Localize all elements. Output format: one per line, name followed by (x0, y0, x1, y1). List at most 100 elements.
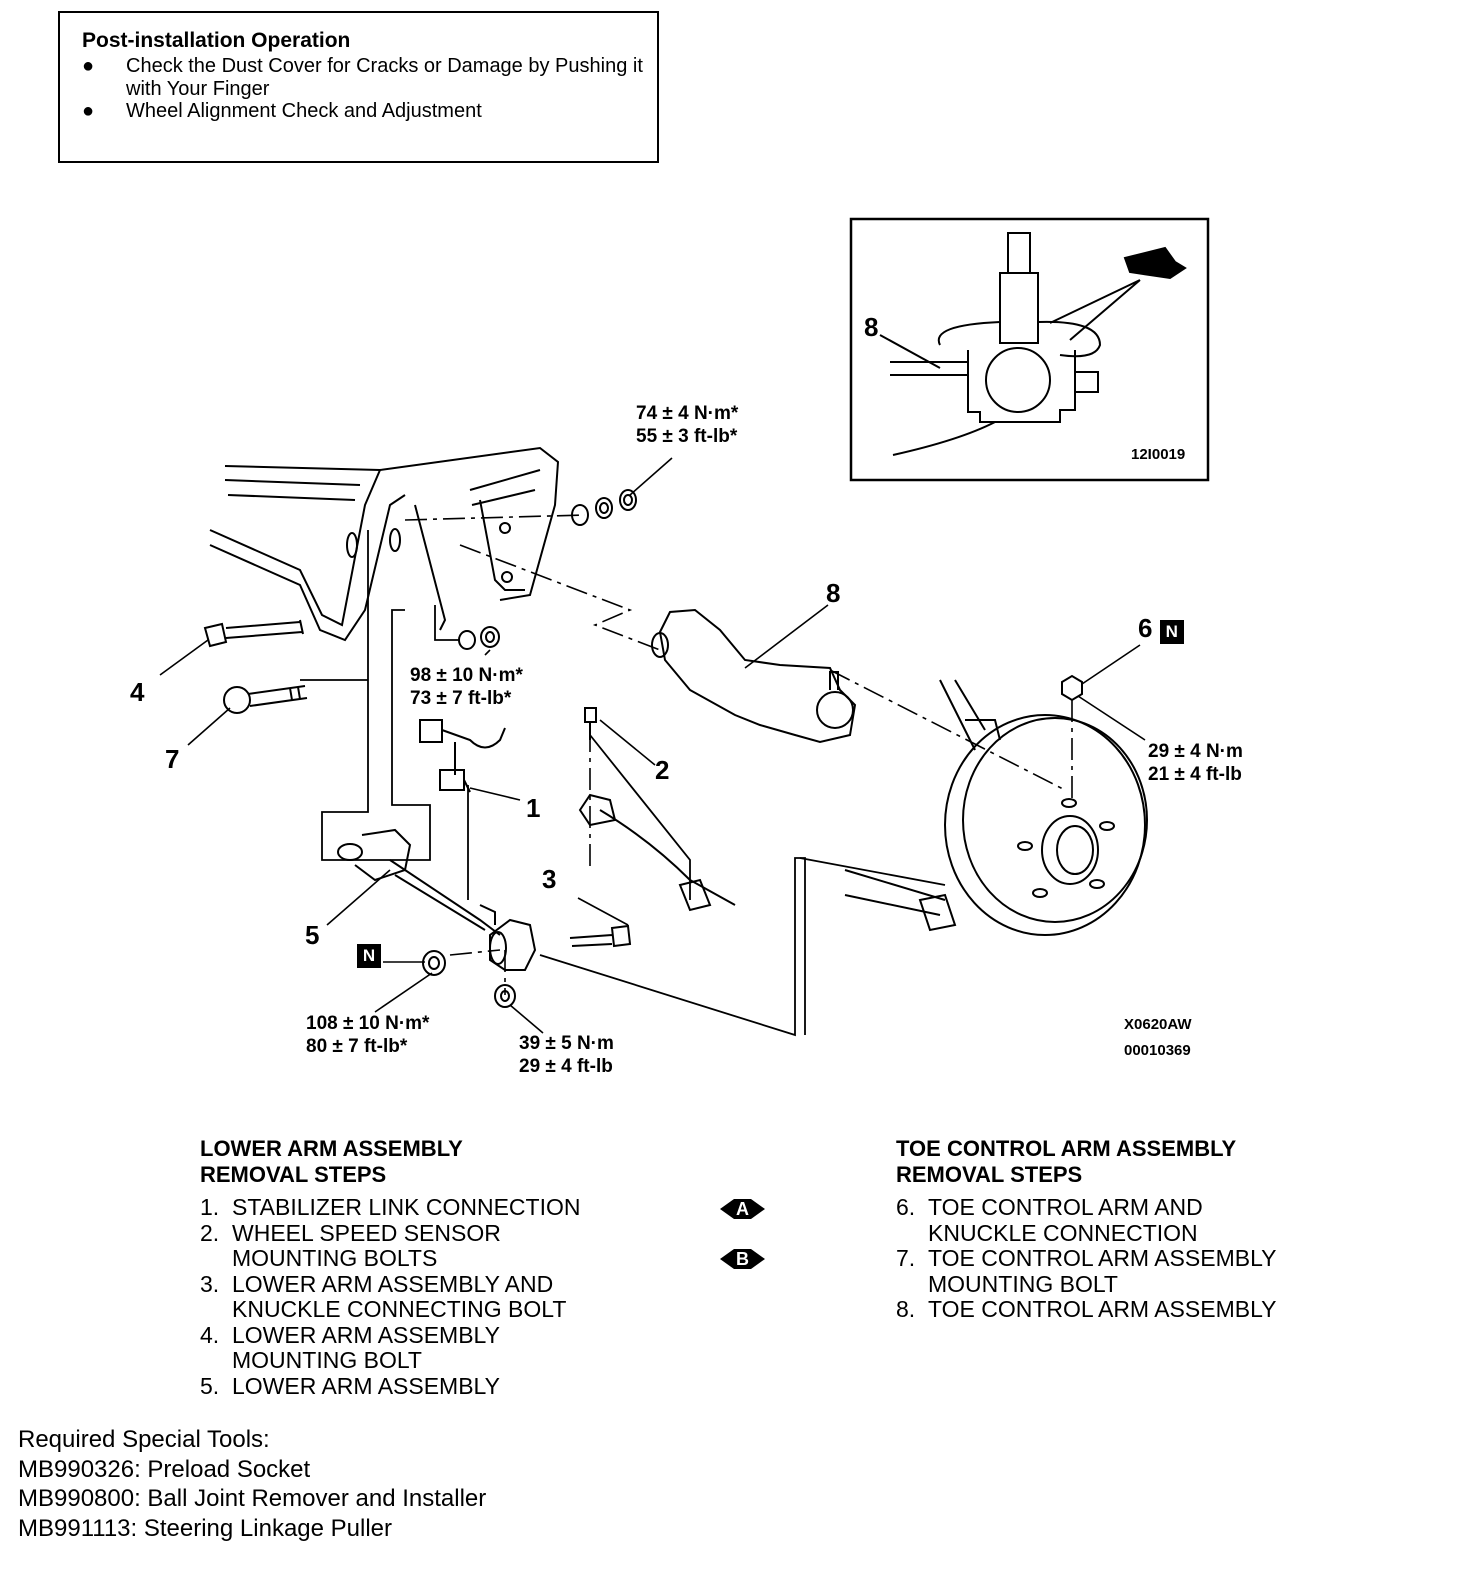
post-installation-title: Post-installation Operation (82, 29, 351, 52)
torque-label-sensor-nut: 39 ± 5 N·m 29 ± 4 ft-lb (519, 1032, 614, 1078)
step-text: LOWER ARM ASSEMBLY (232, 1321, 500, 1348)
lower-arm-title-line1: LOWER ARM ASSEMBLY (200, 1136, 463, 1161)
nut-pair (458, 626, 500, 650)
step-number: 1. (200, 1194, 220, 1220)
nut-washer-set (571, 489, 637, 526)
torque-label-lower-arm-nut: 108 ± 10 N·m* 80 ± 7 ft-lb* (306, 1012, 429, 1058)
lower-nuts (422, 950, 516, 1008)
suspension-exploded-diagram (159, 217, 1210, 1037)
stabilizer-link-drawing (419, 719, 506, 793)
marker-a: A (720, 1199, 765, 1219)
arrow-right-icon (751, 1199, 765, 1219)
post-installation-item: ● Wheel Alignment Check and Adjustment (82, 100, 652, 123)
step-text: WHEEL SPEED SENSOR (232, 1219, 501, 1246)
callout-2: 2 (655, 755, 670, 785)
marker-b: B (720, 1249, 765, 1269)
torque-imperial: 55 ± 3 ft-lb* (636, 426, 738, 447)
figure-code-1: X0620AW (1124, 1016, 1192, 1033)
tool-item: MB990800: Ball Joint Remover and Install… (18, 1485, 487, 1512)
callout-4: 4 (130, 677, 145, 707)
toe-control-title-line1: TOE CONTROL ARM ASSEMBLY (896, 1136, 1237, 1161)
bolt-7-drawing (223, 685, 308, 714)
callout-leaders (159, 457, 1146, 1034)
post-installation-item: ● Check the Dust Cover for Cracks or Dam… (82, 55, 652, 101)
callout-6-number: 6 (1138, 613, 1153, 643)
step-text-continued: KNUCKLE CONNECTING BOLT (232, 1296, 567, 1322)
torque-metric: 39 ± 5 N·m (519, 1033, 614, 1054)
torque-label-upper-nut: 74 ± 4 N·m* 55 ± 3 ft-lb* (636, 402, 738, 448)
marker-a-label: A (734, 1199, 751, 1219)
list-item: 8. TOE CONTROL ARM ASSEMBLY (896, 1296, 1277, 1323)
bullet-icon: ● (82, 100, 95, 122)
lower-arm-section: LOWER ARM ASSEMBLY REMOVAL STEPS 1. STABI… (200, 1136, 580, 1399)
lower-arm-drawing (337, 828, 501, 936)
step-text: STABILIZER LINK CONNECTION (232, 1194, 581, 1220)
lower-arm-steps-list: 1. STABILIZER LINK CONNECTION 2. WHEEL SPE… (200, 1194, 581, 1399)
step-text-continued: MOUNTING BOLT (232, 1347, 422, 1373)
step-number: 5. (200, 1372, 220, 1399)
arrow-right-icon (751, 1249, 765, 1269)
inset-frame (849, 217, 1210, 482)
required-tools-section: Required Special Tools: MB990326: Preloa… (18, 1425, 486, 1543)
n-badge-icon: N (1159, 620, 1184, 644)
arrow-left-icon (720, 1199, 734, 1219)
step-text: TOE CONTROL ARM ASSEMBLY (928, 1245, 1277, 1271)
step-number: 4. (200, 1321, 220, 1348)
ball-joint-detail-drawing (879, 232, 1187, 456)
torque-metric: 74 ± 4 N·m* (636, 403, 739, 424)
callout-5: 5 (305, 920, 320, 950)
torque-metric: 29 ± 4 N·m (1148, 741, 1243, 762)
step-number: 3. (200, 1270, 220, 1297)
marker-b-label: B (734, 1249, 751, 1269)
lower-arm-title-line2: REMOVAL STEPS (200, 1162, 387, 1187)
callout-3: 3 (542, 864, 557, 894)
post-installation-item-text: Wheel Alignment Check and Adjustment (126, 100, 482, 122)
list-item: 1. STABILIZER LINK CONNECTION (200, 1194, 581, 1221)
inset-figure-code: 12I0019 (1131, 446, 1186, 463)
step-number: 7. (896, 1245, 916, 1271)
knuckle-bushing-drawing (489, 918, 632, 971)
step-text-continued: MOUNTING BOLTS (232, 1245, 438, 1271)
n-badge-lower: N (357, 944, 381, 968)
nut-6-drawing (1061, 674, 1083, 702)
speed-sensor-drawing (578, 707, 736, 912)
callout-1: 1 (526, 793, 541, 823)
crossmember-drawing (209, 446, 560, 642)
step-text: LOWER ARM ASSEMBLY AND (232, 1270, 554, 1297)
toe-control-section: TOE CONTROL ARM ASSEMBLY REMOVAL STEPS 6… (896, 1136, 1277, 1323)
bullet-icon: ● (82, 55, 95, 77)
torque-imperial: 80 ± 7 ft-lb* (306, 1036, 408, 1057)
arrow-left-icon (720, 1249, 734, 1269)
toe-control-arm-drawing (651, 608, 857, 744)
torque-imperial: 29 ± 4 ft-lb (519, 1056, 613, 1077)
step-text: TOE CONTROL ARM AND (928, 1194, 1203, 1220)
torque-metric: 98 ± 10 N·m* (410, 665, 523, 686)
bolt-4-drawing (203, 619, 304, 648)
inset-callout-8: 8 (864, 312, 879, 342)
brake-disc-drawing (844, 679, 1148, 936)
tool-item: MB991113: Steering Linkage Puller (18, 1514, 393, 1542)
connector-lines (300, 530, 946, 1037)
step-text-continued: KNUCKLE CONNECTION (928, 1219, 1198, 1246)
torque-label-stabilizer-nut: 98 ± 10 N·m* 73 ± 7 ft-lb* (410, 664, 523, 710)
step-number: 2. (200, 1219, 220, 1246)
callout-8: 8 (826, 578, 841, 608)
torque-label-nut-6: 29 ± 4 N·m 21 ± 4 ft-lb (1148, 740, 1243, 786)
step-text: TOE CONTROL ARM ASSEMBLY (928, 1296, 1277, 1322)
step-number: 8. (896, 1296, 916, 1322)
tool-item: MB990326: Preload Socket (18, 1455, 311, 1483)
callout-7: 7 (165, 744, 180, 774)
figure-code-2: 00010369 (1124, 1042, 1191, 1059)
post-installation-item-text: Check the Dust Cover for Cracks or Damag… (126, 55, 643, 100)
n-badge-icon: N (357, 944, 381, 968)
callout-6: 6 N (1138, 613, 1184, 644)
step-text-continued: MOUNTING BOLT (928, 1270, 1118, 1297)
torque-imperial: 73 ± 7 ft-lb* (410, 688, 512, 709)
torque-imperial: 21 ± 4 ft-lb (1148, 764, 1242, 785)
